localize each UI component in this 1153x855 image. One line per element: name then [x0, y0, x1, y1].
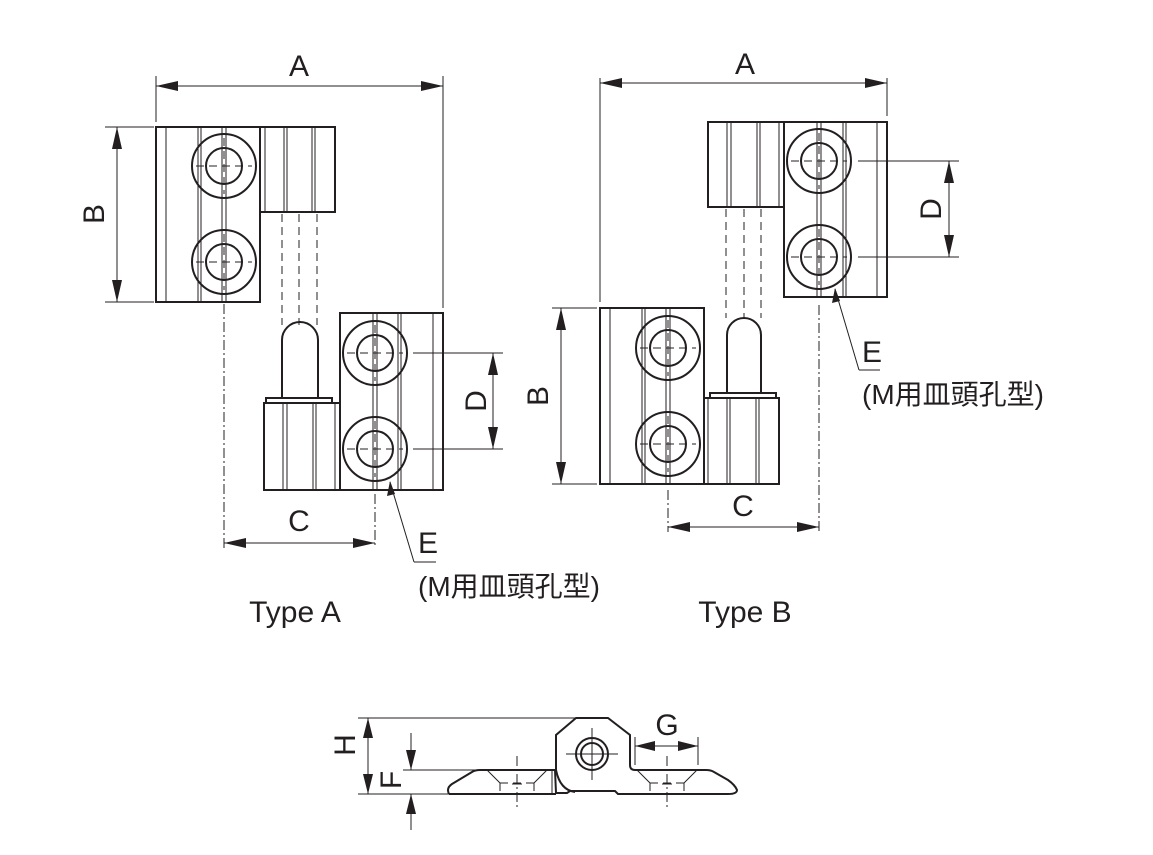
dim-label-g: G — [655, 709, 678, 742]
dim-label-c: C — [288, 505, 310, 538]
type-a-bolt-hole-3 — [342, 320, 408, 386]
type-b-dim-a: A — [599, 48, 888, 302]
type-b-bolt-hole-2 — [786, 224, 852, 290]
dim-label-d: D — [915, 198, 948, 220]
type-b-title: Type B — [698, 596, 791, 629]
type-b-bolt-hole-4 — [635, 411, 701, 477]
type-a-bolt-hole-2 — [191, 229, 257, 295]
type-b-upper-leaf — [783, 121, 888, 298]
dim-label-h: H — [329, 734, 362, 756]
type-a-bolt-hole-4 — [342, 416, 408, 482]
type-a-upper-knuckle — [259, 126, 336, 213]
type-a-dim-a: A — [155, 50, 444, 308]
type-b-pin — [709, 317, 777, 399]
type-b-lower-leaf — [599, 307, 705, 485]
dim-label-a: A — [289, 50, 309, 83]
type-a-view: A B — [78, 50, 600, 629]
dim-label-e: E — [418, 527, 438, 560]
type-a-upper-leaf — [155, 126, 261, 303]
type-b-dim-b: B — [522, 307, 597, 485]
e-note: (M用皿頭孔型) — [862, 379, 1044, 410]
dim-label-e: E — [862, 336, 882, 369]
side-view-countersink-right — [636, 756, 698, 810]
type-a-bolt-hole-1 — [191, 133, 257, 199]
type-b-hidden-pin — [725, 209, 762, 318]
type-a-dim-d: D — [413, 352, 503, 450]
dim-label-f: F — [375, 771, 408, 789]
type-b-view: A — [522, 48, 1044, 629]
type-b-lower-knuckle — [703, 397, 780, 485]
type-a-lower-knuckle — [263, 402, 341, 491]
type-a-dim-c: C — [224, 505, 375, 548]
type-b-bolt-hole-3 — [635, 315, 701, 381]
side-view-dim-g: G — [634, 709, 699, 765]
e-note: (M用皿頭孔型) — [418, 571, 600, 602]
type-a-pin — [265, 321, 333, 404]
type-b-dim-d: D — [858, 160, 959, 258]
side-view: H F G — [329, 709, 739, 830]
type-b-dim-c: C — [668, 490, 819, 532]
dim-label-d: D — [460, 390, 493, 412]
type-a-hidden-pin — [281, 214, 318, 325]
side-view-dim-h: H — [329, 717, 576, 795]
type-a-dim-e: E (M用皿頭孔型) — [387, 481, 600, 602]
dim-label-b: B — [522, 386, 555, 406]
dim-label-c: C — [732, 490, 754, 523]
side-view-countersink-left — [486, 756, 548, 810]
dim-label-a: A — [735, 48, 755, 81]
side-view-dim-f: F — [375, 733, 487, 830]
type-b-upper-knuckle — [707, 121, 785, 208]
side-view-body — [447, 717, 739, 795]
type-a-lower-leaf — [339, 312, 444, 491]
side-view-pin — [566, 728, 618, 780]
dim-label-b: B — [78, 204, 111, 224]
type-b-dim-e: E (M用皿頭孔型) — [832, 288, 1044, 410]
type-b-bolt-hole-1 — [786, 128, 852, 194]
type-a-title: Type A — [249, 596, 341, 629]
type-a-dim-b: B — [78, 126, 154, 303]
